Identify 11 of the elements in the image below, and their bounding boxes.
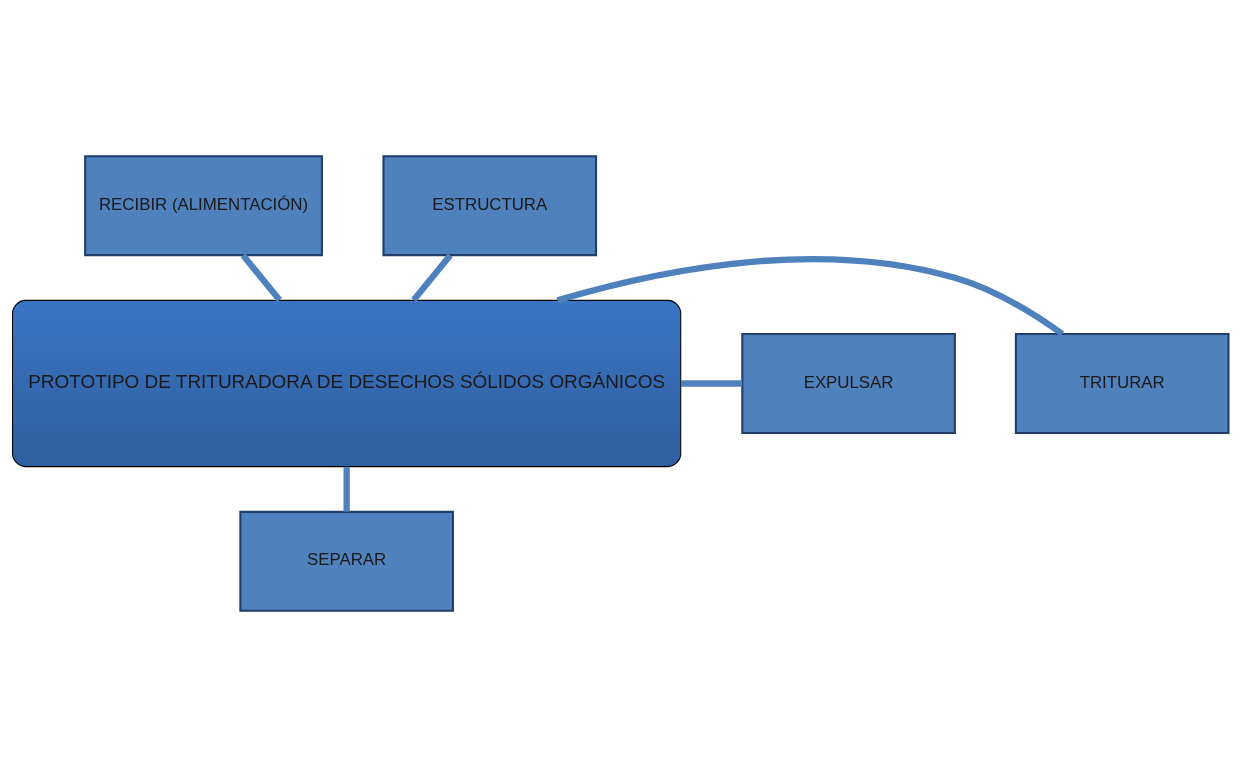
connector (556, 256, 1065, 337)
connector (411, 253, 453, 303)
node-box: RECIBIR (ALIMENTACIÓN) (84, 155, 323, 257)
node-box: SEPARAR (239, 510, 454, 612)
node-box: PROTOTIPO DE TRITURADORA DE DESECHOS SÓLIDOS ORGÁNICOS (12, 299, 682, 468)
connector (680, 380, 743, 387)
node-box: ESTRUCTURA (382, 155, 598, 257)
connector (343, 466, 350, 512)
connector (240, 253, 282, 303)
node-box: TRITURAR (1014, 333, 1230, 434)
node-box: EXPULSAR (741, 333, 956, 434)
